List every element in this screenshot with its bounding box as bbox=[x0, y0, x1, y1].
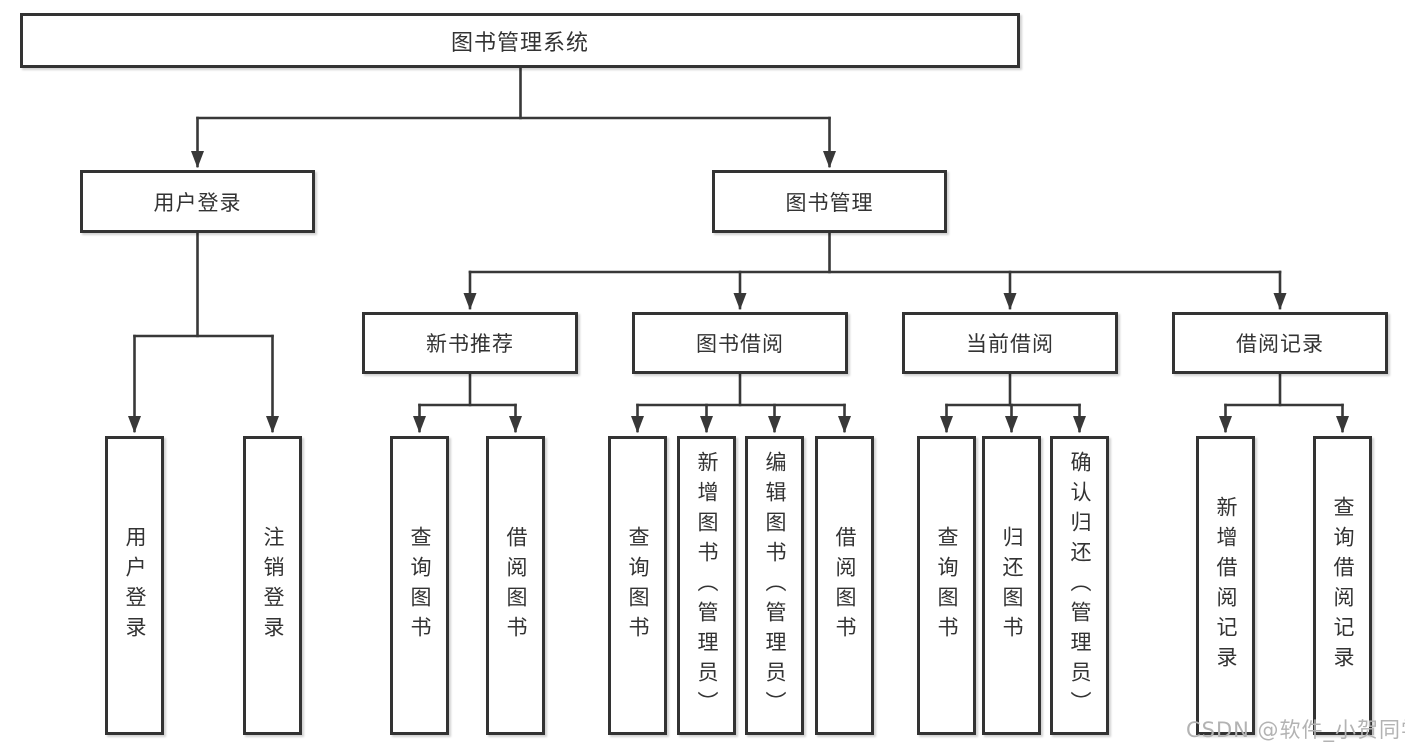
node-label: 借阅图书 bbox=[833, 525, 857, 646]
node-label: 查询图书 bbox=[935, 525, 959, 646]
node-label: 归还图书 bbox=[1000, 525, 1024, 646]
node-label: 图书借阅 bbox=[696, 332, 784, 356]
node-label: 当前借阅 bbox=[966, 332, 1054, 356]
node-label: 查询借阅记录 bbox=[1331, 495, 1355, 676]
node-label: 图书管理系统 bbox=[450, 30, 589, 56]
node-leaf-logout: 注销登录 bbox=[243, 436, 302, 735]
node-label: 用户登录 bbox=[153, 190, 242, 215]
node-book-borrowing: 图书借阅 bbox=[632, 312, 848, 374]
node-label: 新书推荐 bbox=[426, 332, 514, 356]
node-leaf-borrow-books-2: 借阅图书 bbox=[815, 436, 874, 735]
node-leaf-query-books-2: 查询图书 bbox=[608, 436, 667, 735]
node-leaf-query-borrow-record: 查询借阅记录 bbox=[1313, 436, 1372, 735]
node-book-management: 图书管理 bbox=[712, 170, 947, 233]
node-leaf-add-borrow-record: 新增借阅记录 bbox=[1196, 436, 1255, 735]
node-label: 图书管理 bbox=[785, 190, 874, 215]
node-leaf-query-books-1: 查询图书 bbox=[390, 436, 449, 735]
node-current-borrowing: 当前借阅 bbox=[902, 312, 1118, 374]
node-label: 确认归还（管理员） bbox=[1068, 450, 1092, 721]
csdn-watermark: CSDN @软件_小贺同学 bbox=[1186, 718, 1405, 742]
node-label: 新增借阅记录 bbox=[1214, 495, 1238, 676]
node-library-system: 图书管理系统 bbox=[20, 13, 1020, 68]
node-leaf-return-books: 归还图书 bbox=[982, 436, 1041, 735]
node-label: 编辑图书（管理员） bbox=[763, 450, 787, 721]
node-new-book-recommend: 新书推荐 bbox=[362, 312, 578, 374]
node-label: 用户登录 bbox=[123, 525, 147, 646]
node-leaf-user-login: 用户登录 bbox=[105, 436, 164, 735]
node-label: 借阅图书 bbox=[504, 525, 528, 646]
node-leaf-add-books-admin: 新增图书（管理员） bbox=[677, 436, 736, 735]
node-user-login: 用户登录 bbox=[80, 170, 315, 233]
node-leaf-borrow-books-1: 借阅图书 bbox=[486, 436, 545, 735]
node-leaf-edit-books-admin: 编辑图书（管理员） bbox=[745, 436, 804, 735]
node-label: 查询图书 bbox=[626, 525, 650, 646]
node-leaf-query-books-3: 查询图书 bbox=[917, 436, 976, 735]
node-leaf-confirm-return-admin: 确认归还（管理员） bbox=[1050, 436, 1109, 735]
node-borrowing-records: 借阅记录 bbox=[1172, 312, 1388, 374]
node-label: 新增图书（管理员） bbox=[695, 450, 719, 721]
node-label: 借阅记录 bbox=[1236, 332, 1324, 356]
node-label: 查询图书 bbox=[408, 525, 432, 646]
node-label: 注销登录 bbox=[261, 525, 285, 646]
